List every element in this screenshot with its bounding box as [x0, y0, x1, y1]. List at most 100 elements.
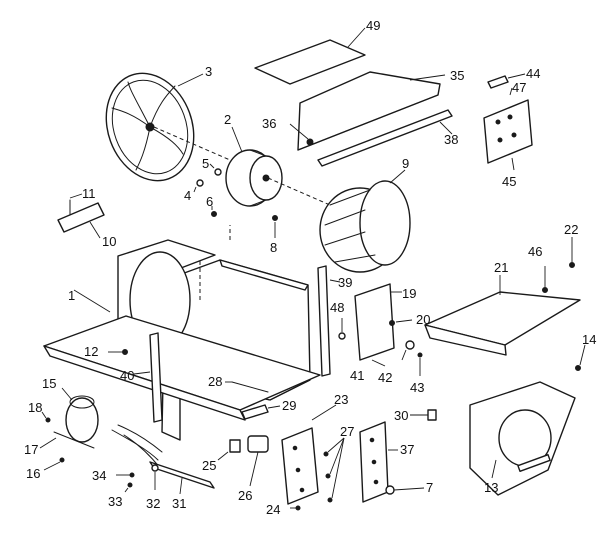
- screw-16: [43, 457, 65, 471]
- screw-36: [289, 123, 314, 146]
- grommet-48: [338, 318, 346, 340]
- electrical-plate: [281, 404, 337, 505]
- callout-20: 20: [416, 312, 430, 327]
- switch-25: [217, 439, 241, 461]
- callout-5: 5: [202, 156, 209, 171]
- clip-30: [410, 409, 437, 421]
- callout-6: 6: [206, 194, 213, 209]
- washer-5: [209, 163, 222, 176]
- screw-14: [575, 344, 586, 371]
- callout-34: 34: [92, 468, 106, 483]
- bracket-10: [57, 202, 105, 239]
- screw-11: [69, 193, 83, 216]
- plate-19: [354, 283, 402, 361]
- callout-46: 46: [528, 244, 542, 259]
- screw-22: [569, 237, 575, 268]
- screw-6: [211, 206, 217, 217]
- screw-43: [417, 352, 423, 376]
- callout-3: 3: [205, 64, 212, 79]
- bracket-47: [509, 87, 513, 96]
- callout-41: 41: [350, 368, 364, 383]
- screw-46: [542, 266, 548, 293]
- callout-33: 33: [108, 494, 122, 509]
- capacitor-15: [61, 387, 99, 443]
- callout-15: 15: [42, 376, 56, 391]
- callout-13: 13: [484, 480, 498, 495]
- callout-1: 1: [68, 288, 75, 303]
- callout-26: 26: [238, 488, 252, 503]
- motor: [225, 126, 331, 207]
- callout-38: 38: [444, 132, 458, 147]
- callout-42: 42: [378, 370, 392, 385]
- callout-9: 9: [402, 156, 409, 171]
- callout-49: 49: [366, 18, 380, 33]
- strap-17: [39, 431, 95, 449]
- capacitor-26: [247, 435, 269, 487]
- callout-4: 4: [184, 188, 191, 203]
- callout-48: 48: [330, 300, 344, 315]
- callout-16: 16: [26, 466, 40, 481]
- callout-40: 40: [120, 368, 134, 383]
- screw-24: [290, 505, 301, 511]
- callout-18: 18: [28, 400, 42, 415]
- blower-wheel: [319, 169, 411, 273]
- clip-44: [487, 73, 526, 89]
- vertical-post: [317, 265, 341, 377]
- screw-8: [272, 215, 278, 238]
- top-panel: [297, 71, 446, 151]
- side-rail: [133, 332, 163, 423]
- callout-43: 43: [410, 380, 424, 395]
- callout-23: 23: [334, 392, 348, 407]
- duct-cover: [424, 275, 581, 356]
- bolt-32: [151, 464, 159, 490]
- callout-25: 25: [202, 458, 216, 473]
- callout-31: 31: [172, 496, 186, 511]
- callout-28: 28: [208, 374, 222, 389]
- bracket-29: [241, 404, 281, 420]
- callout-14: 14: [582, 332, 596, 347]
- callout-24: 24: [266, 502, 280, 517]
- callout-7: 7: [426, 480, 433, 495]
- screws-27: [323, 437, 345, 503]
- callout-44: 44: [526, 66, 540, 81]
- callout-37: 37: [400, 442, 414, 457]
- callout-45: 45: [502, 174, 516, 189]
- callout-12: 12: [84, 344, 98, 359]
- screw-12: [108, 349, 128, 355]
- screw-34: [116, 472, 135, 478]
- callout-27: 27: [340, 424, 354, 439]
- clip-42: [401, 340, 415, 361]
- callout-22: 22: [564, 222, 578, 237]
- callout-2: 2: [224, 112, 231, 127]
- callout-19: 19: [402, 286, 416, 301]
- callout-39: 39: [338, 275, 352, 290]
- fan-blade: [105, 72, 231, 182]
- callout-8: 8: [270, 240, 277, 255]
- bar-28: [225, 381, 269, 393]
- top-cover-panel: [254, 27, 366, 85]
- callout-47: 47: [512, 80, 526, 95]
- screw-18: [41, 411, 51, 423]
- callout-17: 17: [24, 442, 38, 457]
- screw-20: [389, 319, 413, 326]
- nut-4: [193, 179, 204, 193]
- base-frame: [43, 289, 321, 421]
- connector-41: [371, 359, 386, 367]
- callout-21: 21: [494, 260, 508, 275]
- nut-7: [385, 485, 425, 495]
- screw-33: [124, 482, 133, 493]
- callout-36: 36: [262, 116, 276, 131]
- blower-housing: [469, 381, 576, 496]
- callout-32: 32: [146, 496, 160, 511]
- callout-labels: 1 2 3 4 5 6 7 8 9 10 11 12 13 14 15 16 1…: [24, 18, 596, 517]
- top-rail: [317, 109, 453, 167]
- callout-35: 35: [450, 68, 464, 83]
- control-panel: [483, 99, 533, 171]
- callout-10: 10: [102, 234, 116, 249]
- callout-29: 29: [282, 398, 296, 413]
- callout-11: 11: [82, 186, 96, 201]
- wire-harness: [111, 424, 163, 469]
- callout-30: 30: [394, 408, 408, 423]
